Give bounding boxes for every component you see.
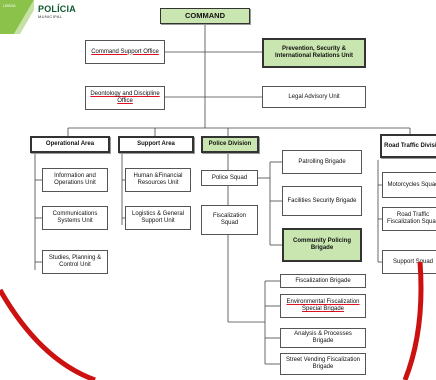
- node-police-squad: Police Squad: [201, 170, 258, 186]
- node-command-support: Command Support Office: [85, 40, 165, 64]
- node-operational-area: Operational Area: [30, 136, 110, 153]
- node-fiscalization-brigade: Fiscalization Brigade: [280, 274, 366, 288]
- node-prevention: Prevention, Security & International Rel…: [262, 38, 366, 68]
- node-command: COMMAND: [160, 8, 250, 24]
- logo-brand: POLÍCIA: [38, 4, 76, 14]
- node-road-fisc: Road Traffic Fiscalization Squad: [382, 207, 436, 231]
- node-environmental: Environmental Fiscalization Special Brig…: [280, 294, 366, 318]
- node-hr-finance: Human &Financial Resources Unit: [125, 168, 191, 192]
- node-police-division: Police Division: [201, 136, 259, 153]
- node-logistics: Logistics & General Support Unit: [125, 206, 191, 230]
- node-analysis: Analysis & Processes Brigade: [280, 328, 366, 348]
- node-legal: Legal Advisory Unit: [262, 86, 366, 108]
- logo-ribbon-icon: [0, 0, 34, 34]
- node-street-vending: Street Vending Fiscalization Brigade: [280, 353, 366, 375]
- node-studies: Studies, Planning & Control Unit: [42, 250, 108, 274]
- node-deontology: Deontology and Discipline Office: [85, 86, 165, 110]
- logo: LISBOA POLÍCIA MUNICIPAL: [0, 0, 120, 34]
- node-facilities: Facilities Security Brigade: [282, 186, 362, 216]
- node-patrolling: Patrolling Brigade: [282, 150, 362, 174]
- node-fiscalization-squad: Fiscalization Squad: [201, 205, 258, 235]
- node-community: Community Policing Brigade: [282, 228, 362, 262]
- node-support-squad: Support Squad: [382, 250, 436, 274]
- node-info-ops: Information and Operations Unit: [42, 168, 108, 192]
- logo-ribbon-text: LISBOA: [3, 4, 16, 8]
- node-comms: Communications Systems Unit: [42, 206, 108, 230]
- logo-subtitle: MUNICIPAL: [38, 14, 63, 19]
- node-road-traffic: Road Traffic Division: [380, 134, 436, 158]
- node-support-area: Support Area: [118, 136, 194, 153]
- node-motorcycles: Motorcycles Squad: [382, 172, 436, 198]
